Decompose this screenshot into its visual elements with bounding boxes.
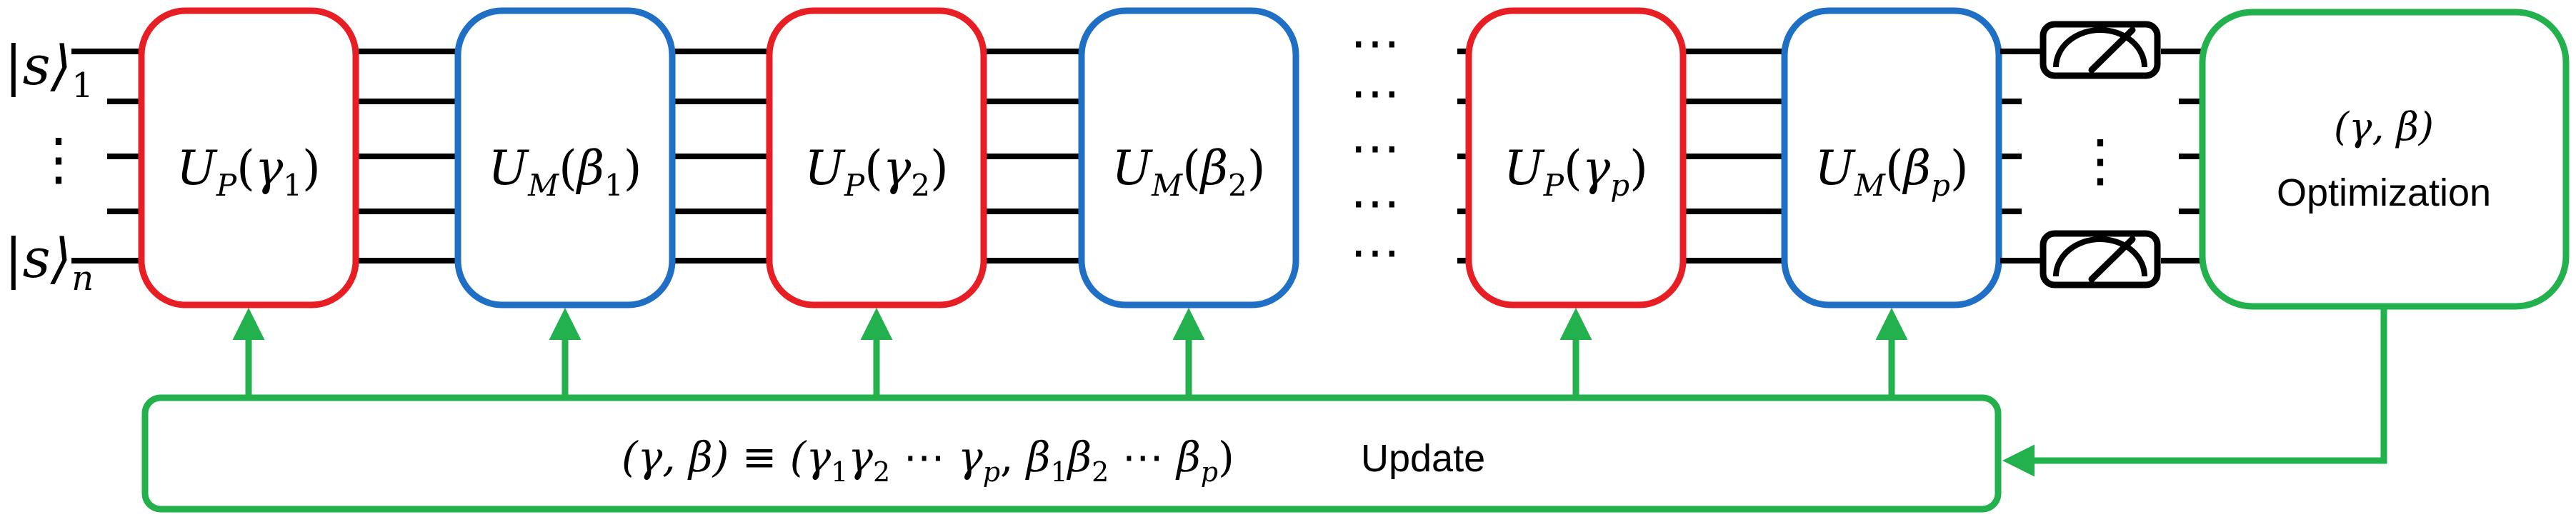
- gate-label: UM(β2): [1112, 141, 1265, 203]
- measurement-meter-icon: [2000, 230, 2161, 288]
- gate-box: [1781, 7, 2002, 308]
- measurement-vdots: ⋮: [2072, 127, 2129, 194]
- gate-label: UM(β1): [488, 141, 641, 203]
- gate-box: [138, 7, 359, 308]
- optimizer-block: (γ, β) Optimization: [2199, 9, 2570, 310]
- gate-box: [454, 7, 676, 308]
- feedback-arrow: [2002, 309, 2387, 477]
- ellipsis-group: ⋯⋯⋯⋯⋯: [1350, 14, 1400, 281]
- gate-box: [1465, 7, 1687, 308]
- qubit-label-first: |s⟩1: [4, 34, 94, 106]
- gate-label: UP(γ2): [804, 141, 949, 203]
- gate-p-3: UP(γ2): [766, 7, 987, 308]
- classical-feedback-loop: [232, 308, 2387, 477]
- ellipsis: ⋯: [1350, 223, 1400, 281]
- qubit-labels: |s⟩1 ⋮ |s⟩n: [4, 34, 94, 298]
- gate-p-5: UP(γp): [1465, 7, 1687, 308]
- gate-box: [766, 7, 987, 308]
- optimizer-box: [2199, 9, 2570, 310]
- gate-m-2: UM(β1): [454, 7, 676, 308]
- ellipsis: ⋯: [1350, 64, 1400, 122]
- ellipsis: ⋯: [1350, 174, 1400, 232]
- update-label: Update: [1361, 437, 1485, 480]
- ellipsis: ⋯: [1350, 14, 1400, 72]
- qubit-label-last: |s⟩n: [4, 226, 94, 298]
- gate-m-4: UM(β2): [1078, 7, 1299, 308]
- optimizer-params: (γ, β): [2334, 104, 2434, 149]
- gate-m-6: UM(βp): [1781, 7, 2002, 308]
- update-box: [141, 394, 2002, 513]
- update-formula: (γ, β) ≡ (γ1γ2 ⋯ γp, β1β2 ⋯ βp): [621, 433, 1234, 488]
- measurement-group: ⋮: [2000, 21, 2161, 288]
- optimizer-label: Optimization: [2277, 171, 2491, 214]
- measurement-meter-icon: [2000, 21, 2161, 79]
- gate-label: UM(βp): [1814, 141, 1968, 203]
- gate-sequence: UP(γ1) UM(β1) UP(γ2) UM(β2) UP(γp) UM(βp): [138, 7, 2002, 308]
- ellipsis: ⋯: [1350, 119, 1400, 177]
- gate-label: UP(γ1): [176, 141, 321, 203]
- gate-p-1: UP(γ1): [138, 7, 359, 308]
- gate-label: UP(γp): [1504, 141, 1648, 203]
- qubit-vdots: ⋮: [30, 126, 87, 192]
- update-block: (γ, β) ≡ (γ1γ2 ⋯ γp, β1β2 ⋯ βp) Update: [141, 394, 2002, 513]
- gate-box: [1078, 7, 1299, 308]
